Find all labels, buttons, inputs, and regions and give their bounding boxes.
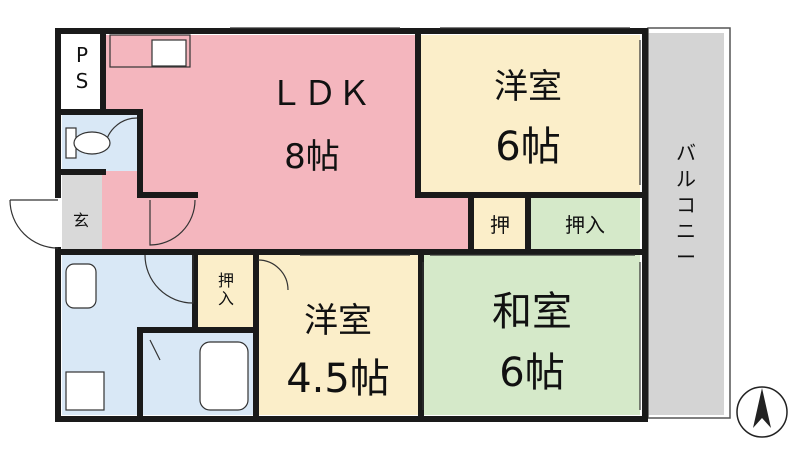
- ldk-name: ＬＤＫ: [269, 74, 371, 114]
- closet-left-label-group: 押入: [218, 271, 234, 308]
- kitchen-counter-icon: [109, 34, 191, 68]
- closet-small-label: 押: [490, 213, 510, 237]
- japanese-area: [423, 252, 640, 415]
- ldk-size: 8帖: [284, 137, 340, 177]
- japanese-size: 6帖: [499, 350, 564, 396]
- ldk-lower-area: [103, 195, 471, 250]
- fixtures: [65, 34, 249, 411]
- ldk-area: [103, 35, 418, 195]
- north-arrow-icon: [736, 386, 788, 438]
- balcony-area: [648, 33, 724, 415]
- closet-right-label: 押入: [565, 213, 605, 237]
- kitchen-sink-icon: [151, 39, 187, 67]
- western-north-area: [418, 35, 640, 195]
- bathtub-icon: [199, 341, 249, 411]
- western-south-area: [257, 252, 420, 415]
- closet-right-area: [530, 197, 640, 250]
- entrance-label: 玄: [73, 211, 89, 230]
- closet-left-area: [197, 252, 257, 330]
- toilet-bowl-icon: [73, 131, 111, 155]
- ps-area: [62, 35, 102, 107]
- western-south-size: 4.5帖: [286, 356, 390, 402]
- closet-left-label: 押入: [218, 271, 234, 308]
- entrance-area: [62, 172, 102, 250]
- wash-basin-icon: [65, 263, 97, 309]
- balcony-label: バルコニー: [676, 141, 696, 269]
- window-lines: [230, 27, 641, 410]
- washing-machine-icon: [65, 371, 105, 411]
- western-north-name: 洋室: [494, 67, 562, 107]
- western-north-size: 6帖: [495, 124, 560, 170]
- walls: [55, 28, 648, 422]
- japanese-name: 和室: [492, 289, 572, 335]
- doors: [9, 117, 289, 304]
- closet-small-area: [473, 197, 528, 250]
- balcony-label-group: バルコニー: [676, 141, 696, 269]
- western-south-name: 洋室: [304, 301, 372, 341]
